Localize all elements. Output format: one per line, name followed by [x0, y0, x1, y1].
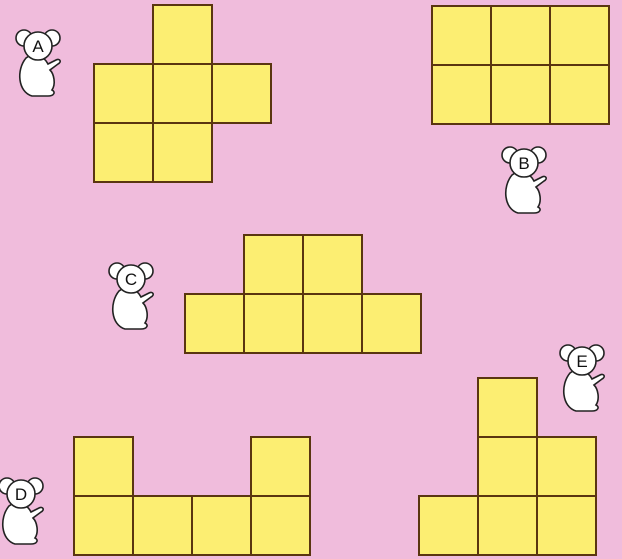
square: [478, 496, 537, 555]
square: [153, 64, 212, 123]
koala-label-a: A: [32, 37, 44, 56]
square: [74, 437, 133, 496]
square: [251, 437, 310, 496]
square: [244, 235, 303, 294]
square: [185, 294, 244, 353]
square: [74, 496, 133, 555]
square: [432, 6, 491, 65]
koala-label-c: C: [125, 270, 137, 289]
square: [303, 294, 362, 353]
square: [251, 496, 310, 555]
koala-label-d: D: [15, 485, 27, 504]
square: [491, 6, 550, 65]
koala-label-b: B: [518, 154, 529, 173]
square: [153, 123, 212, 182]
koala-e: E: [560, 345, 604, 411]
koala-a: A: [16, 30, 60, 96]
square: [212, 64, 271, 123]
koala-c: C: [109, 263, 153, 329]
square: [550, 65, 609, 124]
koala-label-e: E: [576, 352, 587, 371]
square: [153, 5, 212, 64]
square: [478, 378, 537, 437]
shape-b: [432, 6, 609, 124]
koala-d: D: [0, 478, 43, 544]
square: [362, 294, 421, 353]
square: [550, 6, 609, 65]
square: [432, 65, 491, 124]
square: [419, 496, 478, 555]
square: [192, 496, 251, 555]
square: [491, 65, 550, 124]
square: [478, 437, 537, 496]
square: [94, 123, 153, 182]
square: [303, 235, 362, 294]
square: [94, 64, 153, 123]
koala-b: B: [502, 147, 546, 213]
square: [244, 294, 303, 353]
square: [537, 496, 596, 555]
square: [537, 437, 596, 496]
square: [133, 496, 192, 555]
